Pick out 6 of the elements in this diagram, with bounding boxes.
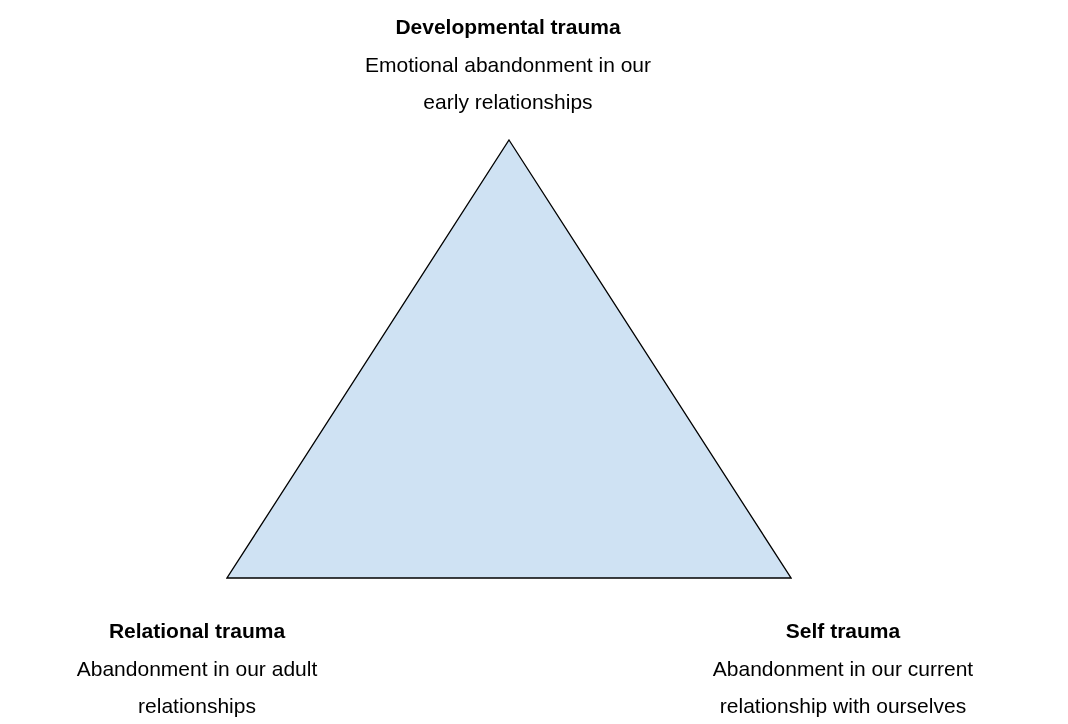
heading: Self trauma: [784, 618, 902, 644]
description: Abandonment in our current relationship with ourselves: [711, 656, 975, 719]
heading: Relational trauma: [107, 618, 287, 644]
description: Emotional abandonment in our early relationships: [364, 52, 652, 115]
heading: Developmental trauma: [394, 14, 622, 40]
description: Abandonment in our adult relationships: [75, 656, 319, 719]
